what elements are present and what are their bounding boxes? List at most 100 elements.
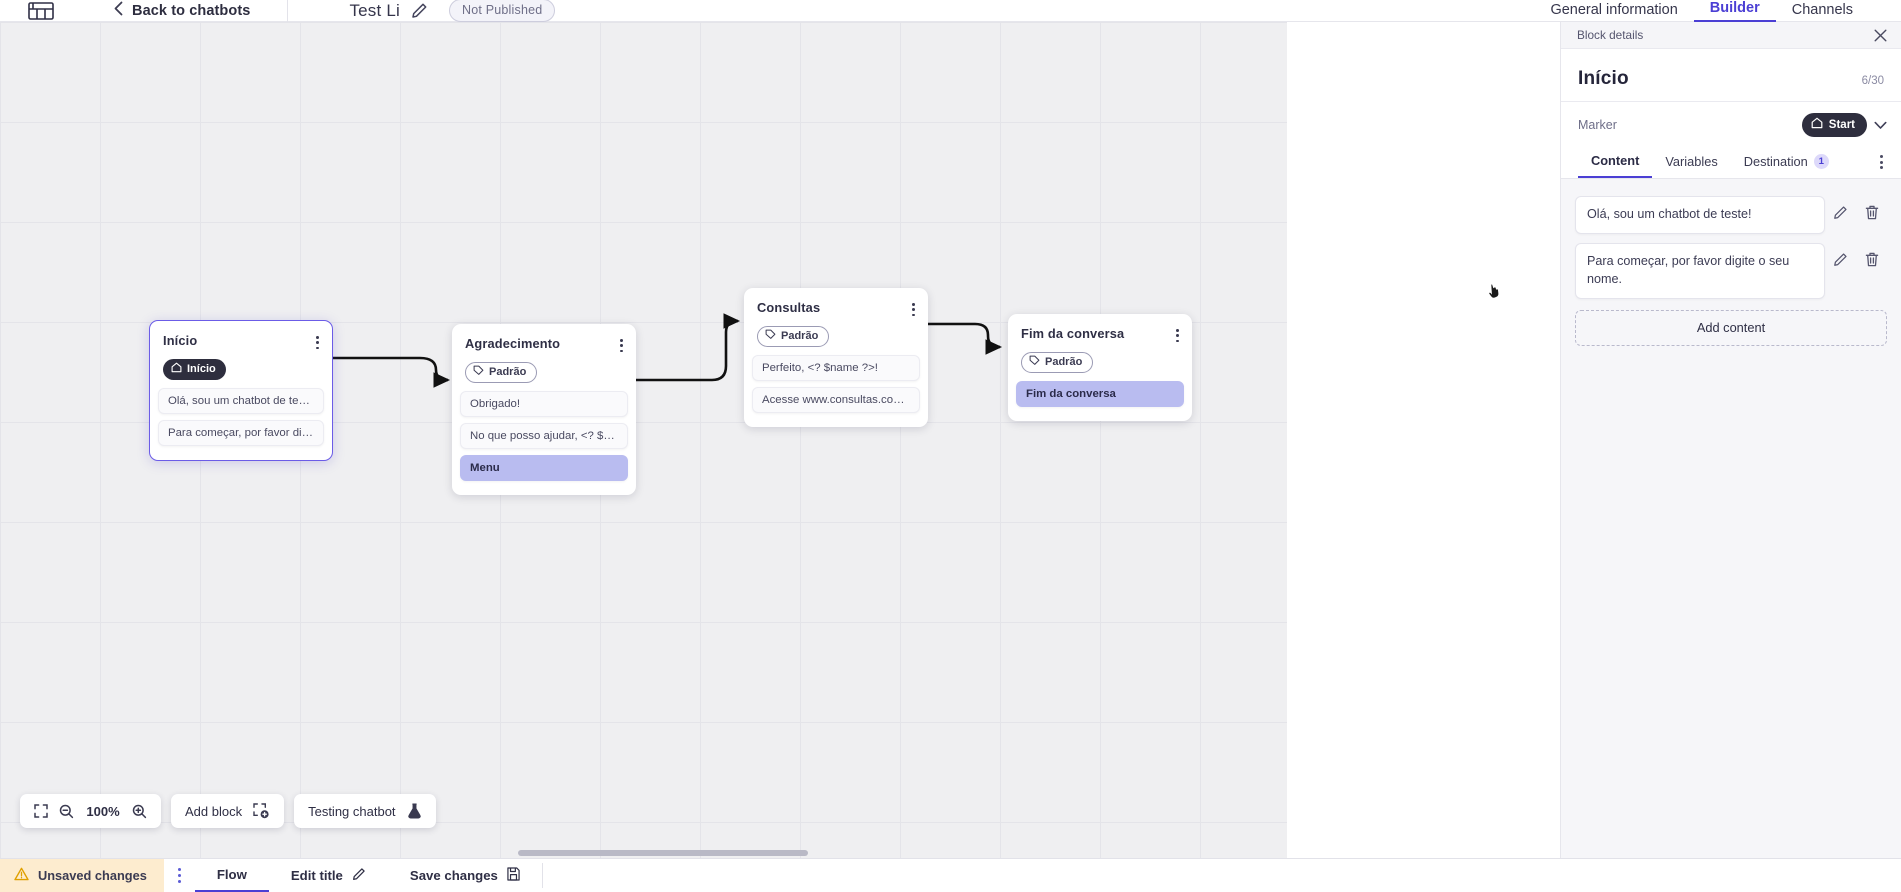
content-item-row: Olá, sou um chatbot de teste! — [1575, 196, 1887, 234]
node-marker-chip: Início — [163, 359, 226, 381]
content-item-row: Para começar, por favor digite o seu nom… — [1575, 242, 1887, 299]
chatbot-logo-icon[interactable] — [26, 0, 56, 22]
node-message-highlight[interactable]: Menu — [460, 455, 628, 482]
tab-content[interactable]: Content — [1578, 146, 1653, 178]
node-marker-chip: Padrão — [1021, 352, 1094, 374]
testing-chatbot-button[interactable]: Testing chatbot — [294, 794, 436, 828]
content-text[interactable]: Olá, sou um chatbot de teste! — [1575, 196, 1825, 234]
zoom-controls[interactable]: 100% — [20, 794, 161, 828]
add-block-icon — [253, 803, 270, 819]
header-divider — [287, 0, 289, 26]
node-message[interactable]: Obrigado! — [460, 391, 628, 418]
node-marker-label: Padrão — [1045, 356, 1083, 369]
bot-title-group: Test Li — [349, 1, 428, 21]
canvas-toolbar: 100% Add block Testing chatbot — [20, 794, 436, 828]
tab-builder[interactable]: Builder — [1693, 0, 1776, 22]
node-title: Fim da conversa — [1021, 326, 1125, 341]
node-marker-chip: Padrão — [757, 326, 830, 348]
flask-icon — [407, 803, 422, 819]
node-header: Agradecimento — [452, 324, 636, 355]
panel-tabs: Content Variables Destination 1 — [1561, 146, 1901, 179]
top-tabs: General information Builder Channels — [1534, 0, 1901, 22]
add-block-button[interactable]: Add block — [171, 794, 285, 828]
chevron-left-icon — [114, 1, 123, 20]
pencil-icon[interactable] — [1825, 196, 1856, 220]
zoom-out-icon[interactable] — [59, 804, 74, 819]
node-message[interactable]: Olá, sou um chatbot de teste! — [158, 388, 324, 415]
content-text[interactable]: Para começar, por favor digite o seu nom… — [1575, 242, 1825, 299]
marker-select[interactable]: Start — [1801, 113, 1887, 137]
home-icon — [1811, 117, 1823, 132]
destination-count-badge: 1 — [1813, 154, 1829, 169]
tab-general-information[interactable]: General information — [1550, 1, 1678, 18]
marker-value-label: Start — [1828, 118, 1855, 131]
testing-chatbot-label: Testing chatbot — [308, 803, 396, 819]
zoom-in-icon[interactable] — [132, 804, 147, 819]
node-marker-label: Padrão — [489, 366, 527, 379]
node-header: Início — [150, 321, 332, 352]
close-x-icon[interactable] — [1874, 29, 1887, 42]
trash-icon[interactable] — [1856, 243, 1887, 267]
marker-value-chip: Start — [1801, 113, 1867, 137]
trash-icon[interactable] — [1856, 196, 1887, 220]
node-message[interactable]: Acesse www.consultas.com par... — [752, 387, 920, 414]
node-message-highlight[interactable]: Fim da conversa — [1016, 381, 1184, 408]
node-chip-row: Início — [150, 352, 332, 388]
tag-icon — [473, 365, 484, 379]
edit-title-button[interactable]: Edit title — [269, 859, 388, 892]
block-title: Início — [1578, 68, 1629, 89]
flow-node-inicio[interactable]: Início Início Olá, sou um chatbot de tes… — [149, 320, 333, 462]
block-details-panel: Block details Início 6/30 Marker Start — [1560, 22, 1901, 858]
node-message[interactable]: No que posso ajudar, <? $name ... — [460, 423, 628, 450]
tab-destination[interactable]: Destination 1 — [1731, 147, 1842, 177]
kebab-menu-icon[interactable] — [164, 859, 195, 892]
node-chip-row: Padrão — [1008, 345, 1192, 381]
flow-canvas[interactable]: Início Início Olá, sou um chatbot de tes… — [0, 22, 1287, 858]
chevron-down-icon[interactable] — [1874, 121, 1887, 130]
node-marker-label: Padrão — [781, 330, 819, 343]
fit-screen-icon[interactable] — [34, 804, 48, 818]
kebab-menu-icon[interactable] — [618, 336, 625, 355]
home-icon — [171, 362, 182, 376]
kebab-menu-icon[interactable] — [314, 333, 321, 352]
tab-channels[interactable]: Channels — [1791, 1, 1853, 18]
pencil-icon[interactable] — [411, 2, 428, 19]
tab-content-label: Content — [1591, 153, 1640, 168]
node-message[interactable]: Para começar, por favor digite o ... — [158, 420, 324, 447]
kebab-menu-icon[interactable] — [910, 300, 917, 319]
node-header: Fim da conversa — [1008, 314, 1192, 345]
unsaved-changes-label: Unsaved changes — [38, 868, 147, 883]
node-header: Consultas — [744, 288, 928, 319]
node-title: Consultas — [757, 300, 821, 315]
tag-icon — [765, 329, 776, 343]
publish-status-badge: Not Published — [448, 0, 556, 22]
flow-node-agradecimento[interactable]: Agradecimento Padrão Obrigado! No que po… — [452, 324, 636, 496]
tab-variables[interactable]: Variables — [1652, 147, 1730, 177]
save-changes-button[interactable]: Save changes — [388, 859, 542, 892]
save-changes-label: Save changes — [409, 868, 498, 883]
panel-title-row: Início 6/30 — [1561, 49, 1901, 102]
add-content-button[interactable]: Add content — [1575, 309, 1887, 346]
tag-icon — [1029, 355, 1040, 369]
kebab-menu-icon[interactable] — [1876, 149, 1887, 175]
horizontal-scrollbar[interactable] — [518, 850, 808, 856]
node-chip-row: Padrão — [452, 355, 636, 391]
bottom-tab-flow[interactable]: Flow — [194, 859, 269, 892]
flow-label: Flow — [216, 867, 247, 882]
flow-node-fim-da-conversa[interactable]: Fim da conversa Padrão Fim da conversa — [1008, 314, 1192, 422]
node-marker-label: Início — [187, 363, 216, 376]
zoom-level-label: 100% — [86, 803, 120, 819]
marker-label: Marker — [1578, 118, 1617, 132]
warning-triangle-icon — [14, 867, 29, 884]
node-title: Agradecimento — [465, 336, 561, 351]
char-counter: 6/30 — [1861, 75, 1884, 87]
bottom-divider — [541, 863, 543, 888]
back-to-chatbots-button[interactable]: Back to chatbots — [114, 1, 250, 20]
pencil-icon[interactable] — [1825, 243, 1856, 267]
node-message[interactable]: Perfeito, <? $name ?>! — [752, 355, 920, 382]
pencil-icon — [352, 867, 366, 884]
bottom-bar: Unsaved changes Flow Edit title Save cha… — [0, 858, 1901, 892]
flow-node-consultas[interactable]: Consultas Padrão Perfeito, <? $name ?>! … — [744, 288, 928, 428]
kebab-menu-icon[interactable] — [1174, 326, 1181, 345]
